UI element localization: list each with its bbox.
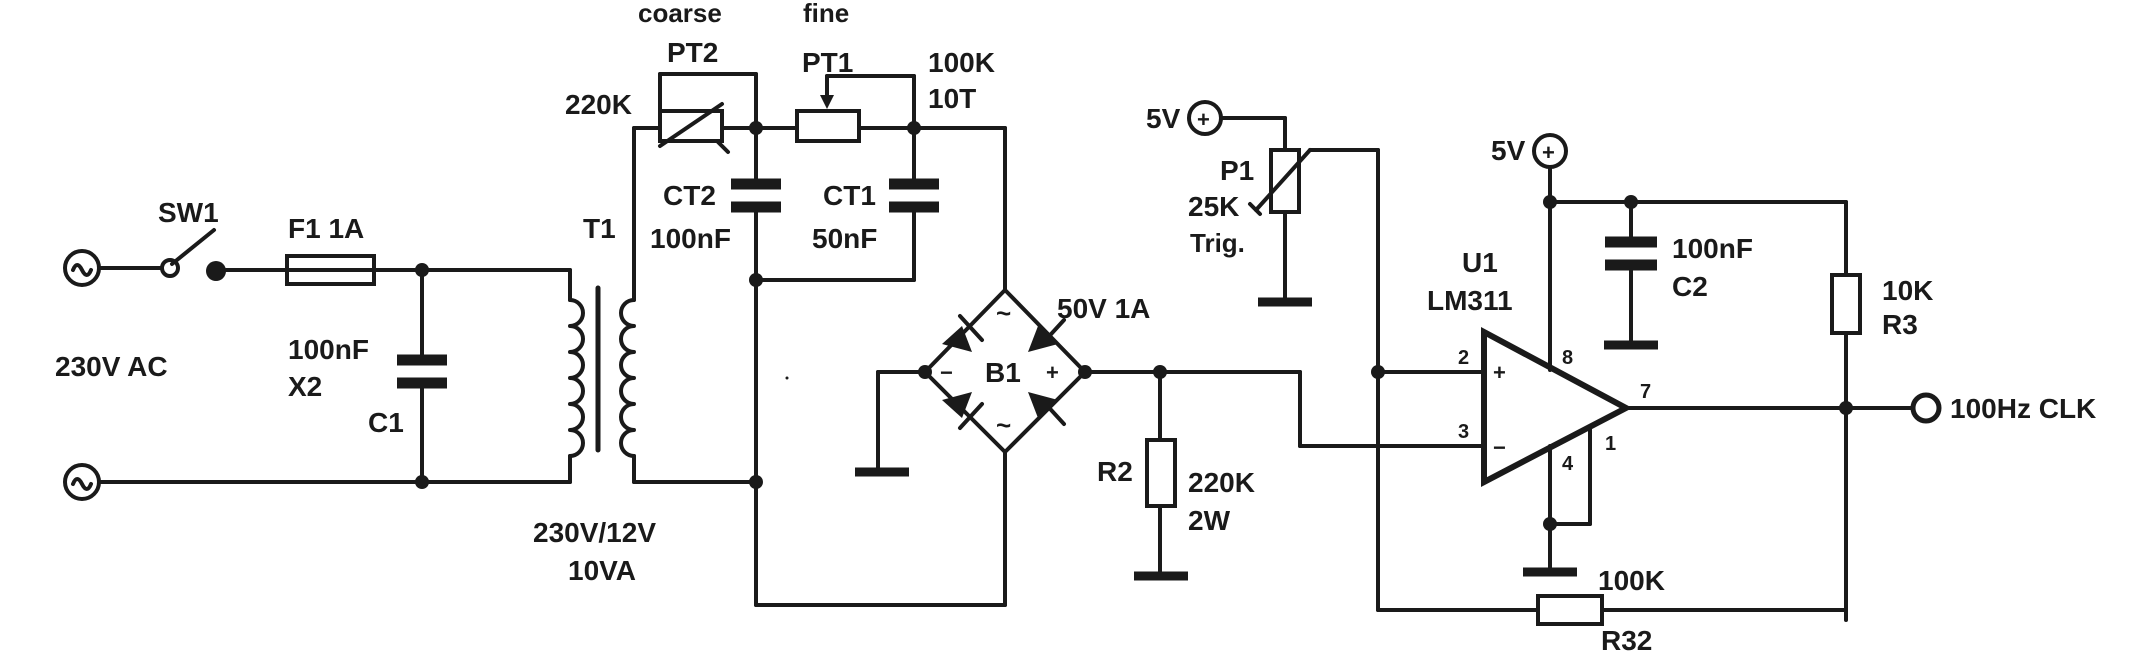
label-fuse-f1: F1 1A — [288, 213, 364, 244]
label-c2: C2 — [1672, 271, 1708, 302]
junction-pt2-pt1 — [749, 121, 763, 135]
label-ct2: CT2 — [663, 180, 716, 211]
label-pin4: 4 — [1562, 453, 1574, 475]
resistor-r32 — [1536, 594, 1604, 626]
label-supply-u1: 5V — [1491, 135, 1526, 166]
label-pin8: 8 — [1562, 347, 1573, 369]
label-u1: U1 — [1462, 247, 1498, 278]
label-pt2: PT2 — [667, 37, 718, 68]
potentiometer-p1-arrow-tail — [1248, 202, 1262, 216]
label-r2: R2 — [1097, 456, 1133, 487]
label-p1: P1 — [1220, 155, 1254, 186]
transformer-t1 — [568, 126, 636, 484]
junction-ct2-ct1 — [749, 273, 763, 287]
label-ct1-value: 50nF — [812, 223, 877, 254]
ac-input-terminal-bottom — [63, 463, 101, 501]
resistor-r3 — [1830, 273, 1862, 335]
supply-5v-u1: + — [1532, 133, 1568, 169]
label-r32-value: 100K — [1598, 565, 1665, 596]
comparator-u1 — [1481, 326, 1633, 487]
potentiometer-pt1-wiper-arrow — [820, 95, 834, 109]
label-u1-part: LM311 — [1427, 285, 1513, 316]
label-pin3: 3 — [1458, 421, 1469, 443]
label-c1-value: 100nF — [288, 334, 369, 365]
label-sw1: SW1 — [158, 197, 219, 228]
supply-5v-p1: + — [1187, 100, 1223, 136]
label-p1-value: 25K — [1188, 191, 1239, 222]
label-bridge-plus: + — [1046, 360, 1059, 385]
supply-u1-plus: + — [1542, 140, 1555, 165]
junction-c1-top — [415, 263, 429, 277]
junction-pt1-ct1 — [907, 121, 921, 135]
label-coarse: coarse — [638, 0, 722, 28]
junction-pin4-pin1 — [1543, 517, 1557, 531]
label-p1-trig: Trig. — [1190, 228, 1245, 258]
label-pin1: 1 — [1605, 433, 1616, 455]
label-t1: T1 — [583, 213, 616, 244]
label-r2-value: 220K — [1188, 467, 1255, 498]
potentiometer-p1-arrow — [1254, 148, 1312, 212]
label-bridge-minus: − — [940, 360, 953, 385]
label-supply-p1: 5V — [1146, 103, 1181, 134]
potentiometer-p1 — [1269, 148, 1301, 214]
label-pin7: 7 — [1640, 381, 1651, 403]
label-t1-ratio: 230V/12V — [533, 517, 656, 548]
label-output: 100Hz CLK — [1950, 393, 2096, 424]
label-in-plus: + — [1493, 360, 1506, 385]
label-230v-ac: 230V AC — [55, 351, 168, 382]
label-bridge-tilde-top: ~ — [996, 298, 1011, 328]
label-in-minus: − — [1493, 435, 1506, 460]
label-pt1-value: 100K — [928, 47, 995, 78]
label-fine: fine — [803, 0, 849, 28]
potentiometer-pt1 — [795, 109, 861, 143]
switch-sw1 — [160, 228, 226, 281]
label-t1-power: 10VA — [568, 555, 636, 586]
resistor-r2 — [1145, 438, 1177, 508]
output-terminal — [1910, 392, 1942, 424]
label-c2-value: 100nF — [1672, 233, 1753, 264]
label-pt2-value: 220K — [565, 89, 632, 120]
label-ct2-value: 100nF — [650, 223, 731, 254]
bridge-rectifier-b1 — [923, 288, 1087, 454]
stray-mark — [785, 376, 789, 380]
label-pt1-turns: 10T — [928, 83, 976, 114]
label-c1-type: X2 — [288, 371, 322, 402]
label-c1: C1 — [368, 407, 404, 438]
label-bridge-tilde-bottom: ~ — [996, 410, 1011, 440]
label-pt1: PT1 — [802, 47, 853, 78]
label-pin2: 2 — [1458, 347, 1469, 369]
label-bridge-rating: 50V 1A — [1057, 293, 1150, 324]
ac-input-terminal-top — [63, 249, 101, 287]
junction-output — [1839, 401, 1853, 415]
potentiometer-pt2-arrow-tail — [716, 140, 730, 154]
supply-p1-plus: + — [1197, 107, 1210, 132]
label-r3: R3 — [1882, 309, 1918, 340]
label-ct1: CT1 — [823, 180, 876, 211]
junction-c1-bottom — [415, 475, 429, 489]
label-b1: B1 — [985, 357, 1021, 388]
label-r32: R32 — [1601, 625, 1652, 656]
label-r2-power: 2W — [1188, 505, 1231, 536]
potentiometer-pt2-arrow — [658, 102, 724, 148]
label-r3-value: 10K — [1882, 275, 1933, 306]
